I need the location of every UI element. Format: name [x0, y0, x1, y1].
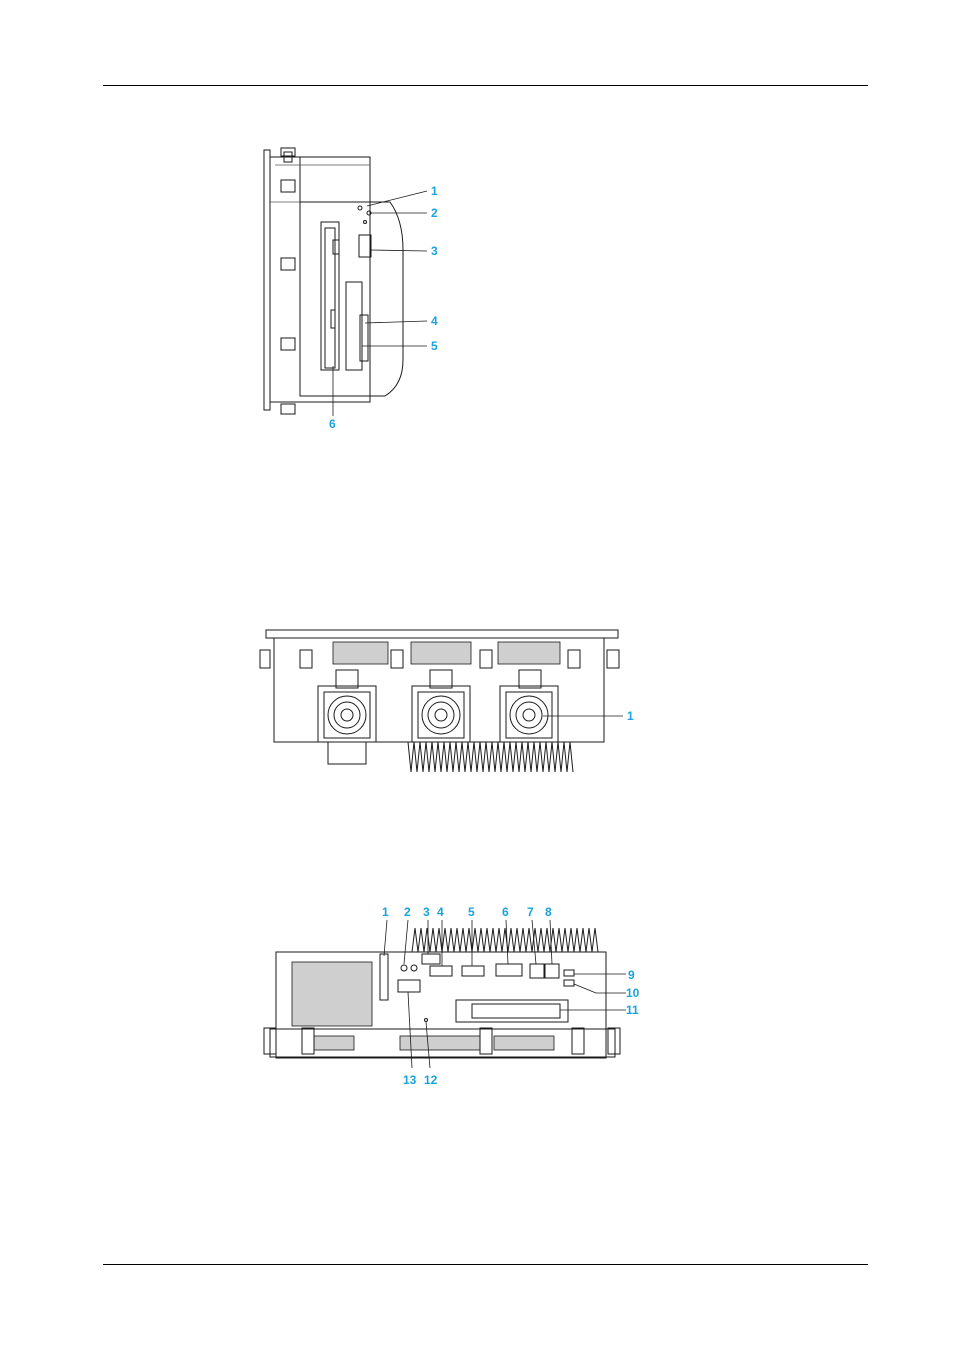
housing-outline: [300, 157, 403, 396]
heatsink-fins: [412, 928, 598, 952]
callout-7: 7: [527, 905, 534, 919]
callout-10: 10: [626, 986, 640, 1000]
fan-middle: [412, 670, 470, 742]
callout-11: 11: [626, 1003, 639, 1017]
top-plate: [266, 630, 618, 638]
callout-8: 8: [545, 905, 552, 919]
callout-4: 4: [431, 314, 438, 328]
callout-13: 13: [403, 1073, 417, 1087]
callout-9: 9: [628, 968, 635, 982]
callout-5: 5: [431, 339, 438, 353]
footer-rule: [103, 1264, 868, 1265]
callout-2: 2: [404, 905, 411, 919]
fan-left: [318, 670, 376, 742]
callout-4: 4: [437, 905, 444, 919]
slot-panel: [321, 222, 339, 370]
callout-3: 3: [423, 905, 430, 919]
callout-1: 1: [627, 709, 634, 723]
callout-6: 6: [329, 417, 336, 431]
rear-view-figure: 1 2 3 4 5 6 7 8 9 10 11 13 12: [262, 904, 662, 1089]
port-group: [346, 206, 371, 370]
front-bezel: [264, 150, 270, 410]
callout-12: 12: [424, 1073, 438, 1087]
vent-grille-left: [292, 962, 372, 1026]
vent-grilles-bottom: [314, 1036, 554, 1050]
callout-1: 1: [382, 905, 389, 919]
heatsink-fins: [408, 742, 573, 772]
side-view-figure: 1 2 3 4 5 6: [255, 140, 455, 440]
callout-3: 3: [431, 244, 438, 258]
callout-1: 1: [431, 184, 438, 198]
callout-6: 6: [502, 905, 509, 919]
bezel-frame: [270, 157, 370, 402]
vent-grilles: [333, 642, 560, 664]
fan-right: [500, 670, 558, 742]
header-rule: [103, 85, 868, 86]
mounting-clips: [281, 148, 295, 414]
callout-2: 2: [431, 206, 438, 220]
top-view-figure: 1: [258, 624, 648, 774]
callout-5: 5: [468, 905, 475, 919]
